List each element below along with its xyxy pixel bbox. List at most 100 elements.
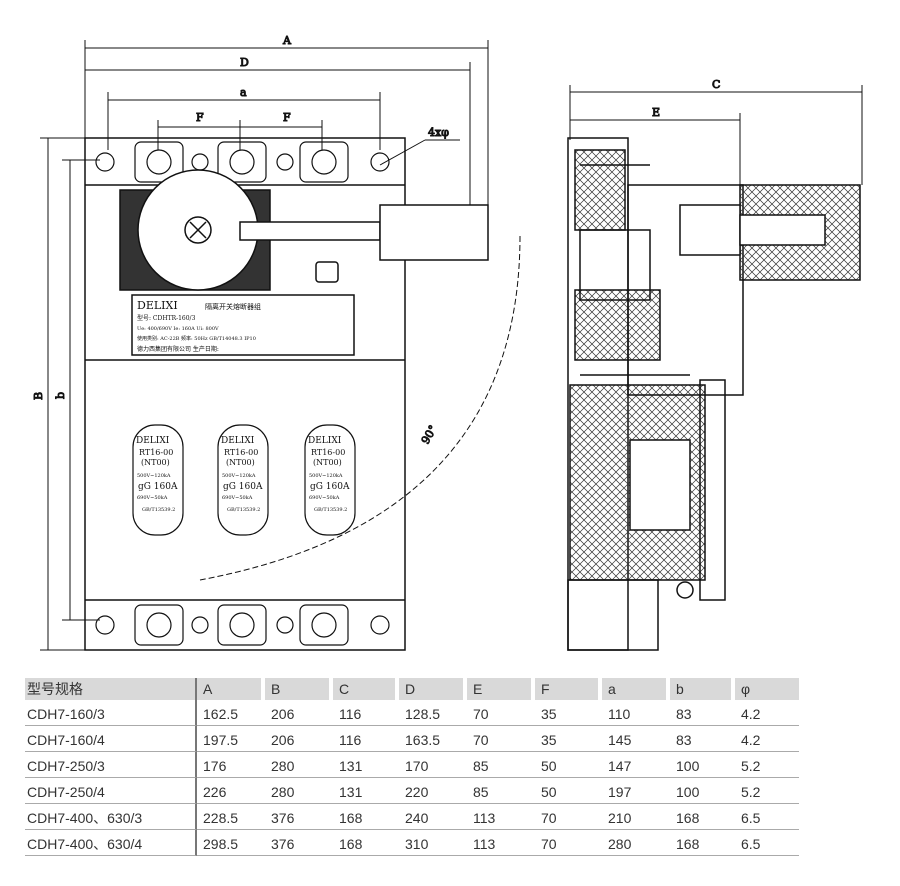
cell-model: CDH7-160/3 xyxy=(25,700,197,726)
cell-E: 70 xyxy=(467,726,535,752)
cell-B: 280 xyxy=(265,752,333,778)
front-view: DELIXI 隔离开关熔断器组 型号: CDHTR-160/3 Ue: 400/… xyxy=(84,137,489,651)
cell-F: 50 xyxy=(535,752,602,778)
cell-D: 220 xyxy=(399,778,467,804)
fuse-model: RT16-00 xyxy=(311,448,345,457)
header-model: 型号规格 xyxy=(25,678,197,700)
cell-C: 116 xyxy=(333,726,399,752)
nameplate-maker: 德力西集团有限公司 生产日期: xyxy=(137,345,219,353)
cell-φ: 5.2 xyxy=(735,778,799,804)
fuse-r2: gG 160A xyxy=(223,482,263,492)
cell-D: 170 xyxy=(399,752,467,778)
cell-D: 310 xyxy=(399,830,467,856)
table-header-row: 型号规格 A B C D E F a b φ xyxy=(25,678,799,700)
cell-model: CDH7-160/4 xyxy=(25,726,197,752)
fuse-sub: (NT00) xyxy=(141,458,170,467)
cell-A: 228.5 xyxy=(197,804,265,830)
header-A: A xyxy=(197,678,265,700)
header-C: C xyxy=(333,678,399,700)
fuse-r2: gG 160A xyxy=(310,482,350,492)
cell-b: 168 xyxy=(670,804,735,830)
nameplate-name: 隔离开关熔断器组 xyxy=(205,302,261,311)
fuse-brand: DELIXI xyxy=(308,436,342,446)
cell-B: 280 xyxy=(265,778,333,804)
cell-E: 85 xyxy=(467,752,535,778)
header-D: D xyxy=(399,678,467,700)
fuse-model: RT16-00 xyxy=(224,448,258,457)
cell-C: 131 xyxy=(333,778,399,804)
dim-B: B xyxy=(32,392,45,400)
fuse-brand: DELIXI xyxy=(136,436,170,446)
cell-φ: 4.2 xyxy=(735,726,799,752)
cell-b: 168 xyxy=(670,830,735,856)
dim-D: D xyxy=(240,56,249,69)
cell-a: 280 xyxy=(602,830,670,856)
fuse-std: GB/T13539.2 xyxy=(227,507,260,513)
dim-angle: 90° xyxy=(419,423,440,446)
technical-drawing: A D a F F 4xφ B b 90° C E xyxy=(32,34,863,651)
dim-C: C xyxy=(712,78,720,91)
fuse-r3: 690V~50kA xyxy=(222,495,253,501)
fuse-r2: gG 160A xyxy=(138,482,178,492)
cell-D: 128.5 xyxy=(399,700,467,726)
cell-φ: 6.5 xyxy=(735,830,799,856)
fuse-3: DELIXI RT16-00 (NT00) 500V~120kA gG 160A… xyxy=(304,424,356,536)
dim-a: a xyxy=(240,86,247,99)
cell-b: 83 xyxy=(670,700,735,726)
cell-F: 35 xyxy=(535,700,602,726)
fuse-r1: 500V~120kA xyxy=(222,473,256,479)
cell-b: 100 xyxy=(670,752,735,778)
cell-B: 206 xyxy=(265,700,333,726)
cell-E: 85 xyxy=(467,778,535,804)
cell-A: 197.5 xyxy=(197,726,265,752)
header-b: b xyxy=(670,678,735,700)
cell-φ: 4.2 xyxy=(735,700,799,726)
cell-model: CDH7-250/4 xyxy=(25,778,197,804)
dim-A: A xyxy=(282,34,292,47)
cell-b: 100 xyxy=(670,778,735,804)
fuse-1: DELIXI RT16-00 (NT00) 500V~120kA gG 160A… xyxy=(132,424,184,536)
fuse-r1: 500V~120kA xyxy=(309,473,343,479)
fuse-sub: (NT00) xyxy=(226,458,255,467)
cell-F: 35 xyxy=(535,726,602,752)
cell-φ: 5.2 xyxy=(735,752,799,778)
cell-C: 116 xyxy=(333,700,399,726)
cell-model: CDH7-400、630/4 xyxy=(25,830,197,856)
bottom-terminals xyxy=(95,604,390,646)
nameplate-ratings: Ue: 400/690V Ie: 160A Ui: 800V xyxy=(137,326,219,332)
dim-F2: F xyxy=(283,111,291,124)
header-F: F xyxy=(535,678,602,700)
top-terminals xyxy=(95,141,390,183)
fuse-std: GB/T13539.2 xyxy=(314,507,347,513)
dim-E: E xyxy=(652,106,660,119)
cell-B: 206 xyxy=(265,726,333,752)
nameplate xyxy=(131,294,355,356)
cell-A: 226 xyxy=(197,778,265,804)
cell-A: 298.5 xyxy=(197,830,265,856)
cell-E: 70 xyxy=(467,700,535,726)
cell-A: 162.5 xyxy=(197,700,265,726)
header-a: a xyxy=(602,678,670,700)
cell-B: 376 xyxy=(265,830,333,856)
fuse-r3: 690V~50kA xyxy=(137,495,168,501)
cell-a: 210 xyxy=(602,804,670,830)
dim-b: b xyxy=(54,392,67,399)
cell-F: 70 xyxy=(535,804,602,830)
fuse-sub: (NT00) xyxy=(313,458,342,467)
nameplate-model: 型号: CDHTR-160/3 xyxy=(137,314,196,322)
cell-model: CDH7-400、630/3 xyxy=(25,804,197,830)
dim-holes: 4xφ xyxy=(428,126,449,139)
cell-C: 131 xyxy=(333,752,399,778)
cell-B: 376 xyxy=(265,804,333,830)
cell-D: 163.5 xyxy=(399,726,467,752)
cell-C: 168 xyxy=(333,804,399,830)
fuse-2: DELIXI RT16-00 (NT00) 500V~120kA gG 160A… xyxy=(217,424,269,536)
side-view xyxy=(567,137,861,651)
header-phi: φ xyxy=(735,678,799,700)
cell-C: 168 xyxy=(333,830,399,856)
cell-A: 176 xyxy=(197,752,265,778)
